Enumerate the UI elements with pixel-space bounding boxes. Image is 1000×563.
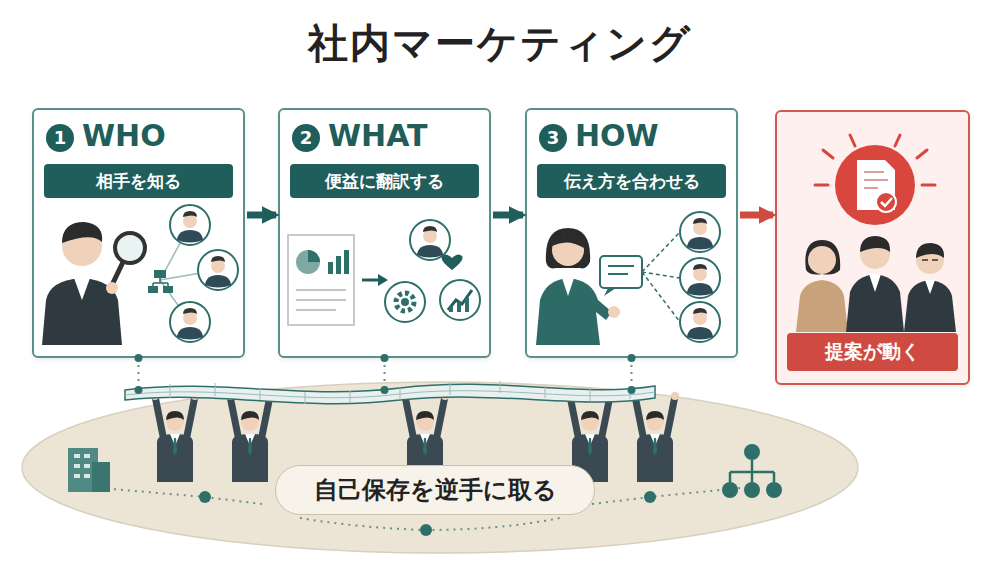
flow-arrow bbox=[740, 212, 773, 219]
link-dot bbox=[628, 386, 636, 394]
diagram-title: 社内マーケティング bbox=[0, 16, 1000, 71]
benefit-icons bbox=[288, 220, 480, 325]
link-dot bbox=[135, 386, 143, 394]
dotted-link bbox=[384, 358, 386, 390]
step-label: 便益に翻訳する bbox=[290, 164, 479, 198]
link-dot bbox=[135, 354, 143, 362]
network-dots bbox=[100, 488, 740, 536]
step-box: 3 HOW 伝え方を合わせる bbox=[525, 108, 738, 358]
building-icon bbox=[68, 448, 110, 492]
foundation-ellipse: 自己保存を逆手に取る bbox=[20, 380, 860, 555]
step-number: 1 bbox=[46, 124, 74, 152]
approval-icon bbox=[815, 135, 935, 225]
support-holders bbox=[151, 392, 679, 482]
flow-arrow bbox=[247, 212, 276, 219]
step-heading: WHO bbox=[82, 118, 166, 154]
link-dot bbox=[628, 354, 636, 362]
step-label: 提案が動く bbox=[787, 333, 958, 371]
team-figures bbox=[796, 236, 956, 332]
step-number: 3 bbox=[539, 124, 567, 152]
org-chart-icon bbox=[722, 444, 782, 498]
dotted-link bbox=[138, 358, 140, 390]
step-heading: WHAT bbox=[328, 118, 428, 154]
step-box: 1 WHO 相手を知る bbox=[32, 108, 245, 358]
presenter-figure bbox=[536, 212, 720, 345]
link-dot bbox=[381, 354, 389, 362]
foundation-label: 自己保存を逆手に取る bbox=[275, 465, 595, 515]
stakeholder-icons bbox=[148, 205, 238, 342]
support-net bbox=[125, 381, 655, 404]
result-box: 提案が動く bbox=[775, 110, 970, 385]
link-dot bbox=[381, 386, 389, 394]
dotted-link bbox=[631, 358, 633, 390]
step-box: 2 WHAT 便益に翻訳する bbox=[278, 108, 491, 358]
researcher-figure bbox=[42, 222, 145, 345]
step-number: 2 bbox=[292, 124, 320, 152]
step-heading: HOW bbox=[575, 118, 659, 154]
flow-arrow bbox=[493, 212, 523, 219]
step-label: 伝え方を合わせる bbox=[537, 164, 726, 198]
ellipse-shape bbox=[22, 382, 858, 553]
step-label: 相手を知る bbox=[44, 164, 233, 198]
